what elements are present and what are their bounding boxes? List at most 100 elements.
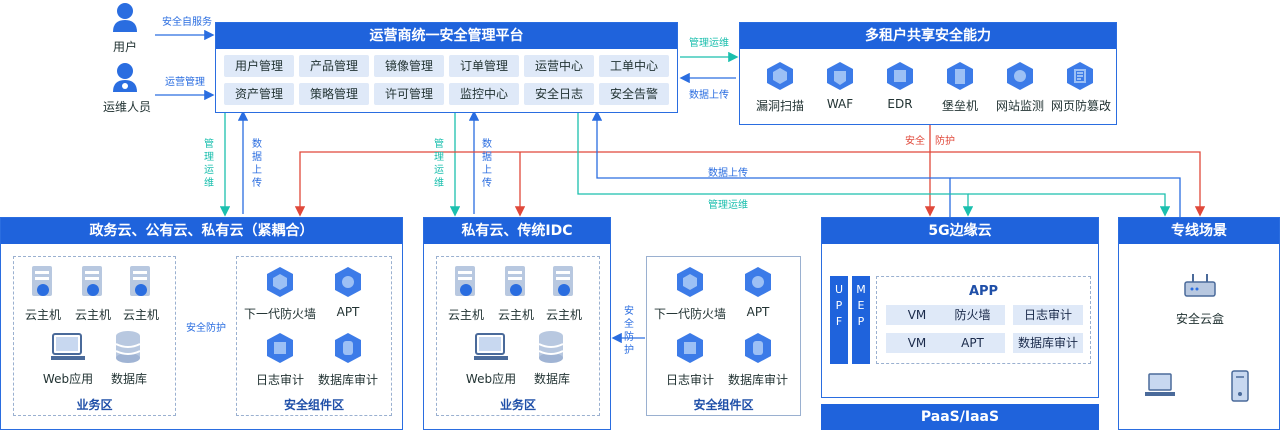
mgmt-ops-top-label: 管理运维 [689,38,729,49]
idc-title: 私有云、传统IDC [424,218,610,244]
edge-cell-firewall: 防火墙 [940,305,1005,325]
gov-security-protection-label: 安全防护 [186,323,226,334]
edge-cell-db-audit: 数据库审计 [1013,333,1083,353]
platform-btn-5[interactable]: 运营中心 [524,55,594,77]
gov-host-2-icon [80,266,106,304]
idc-business-zone-label: 业务区 [499,398,536,412]
idc-host-1-icon [453,266,479,304]
user-label: 用户 [112,40,137,54]
shared-security-capability: 多租户共享安全能力 漏洞扫描 WAF EDR 堡垒机 网站监测 网页防篡改 [739,22,1117,125]
gov-host-2-label: 云主机 [74,308,111,322]
idc-log-audit-icon [675,332,705,368]
idc-security-protection-label: 安全防护 [624,306,634,356]
waf-icon [825,61,855,95]
gov-web-app-label: Web应用 [42,372,94,386]
idc-host-2-icon [503,266,529,304]
mid-mgmt-label: 管理运维 [434,139,444,189]
platform-btn-12[interactable]: 安全告警 [599,83,669,105]
protection-label: 防护 [935,136,955,147]
idc-log-audit-label: 日志审计 [665,373,714,387]
gov-web-app-icon [51,332,85,366]
management-platform: 运营商统一安全管理平台 用户管理 产品管理 镜像管理 订单管理 运营中心 工单中… [215,22,678,113]
edge-cell-vm-1: VM [886,305,948,325]
gov-database-icon [113,330,143,368]
idc-host-3-label: 云主机 [545,308,582,322]
private-cloud-idc: 私有云、传统IDC [423,217,611,430]
idc-ngfw-icon [675,266,705,302]
shared-title: 多租户共享安全能力 [740,23,1116,49]
security-cloud-box-label: 安全云盒 [1175,312,1224,326]
website-monitor-label: 网站监测 [995,99,1044,113]
left-mgmt-label: 管理运维 [204,139,214,189]
platform-btn-3[interactable]: 镜像管理 [374,55,444,77]
anti-tamper-icon [1065,61,1095,95]
idc-database-label: 数据库 [533,372,570,386]
desktop-tower-icon [1230,370,1250,406]
idc-web-app-icon [474,332,508,366]
gov-log-audit-icon [265,332,295,368]
laptop-icon [1145,372,1175,404]
platform-title: 运营商统一安全管理平台 [216,23,677,49]
platform-btn-7[interactable]: 资产管理 [224,83,294,105]
gov-database-label: 数据库 [110,372,147,386]
idc-component-zone [646,256,801,416]
idc-apt-label: APT [746,305,770,319]
platform-btn-9[interactable]: 许可管理 [374,83,444,105]
platform-btn-11[interactable]: 安全日志 [524,83,594,105]
idc-db-audit-icon [743,332,773,368]
idc-ngfw-label: 下一代防火墙 [653,307,726,321]
gov-host-1-icon [30,266,56,304]
bastion-icon [945,61,975,95]
dedicated-line-title: 专线场景 [1119,218,1279,244]
platform-btn-8[interactable]: 策略管理 [299,83,369,105]
gov-component-zone-label: 安全组件区 [283,398,344,412]
user-icon [112,2,138,32]
idc-host-3-icon [551,266,577,304]
left-data-label: 数据上传 [252,139,262,189]
security-label: 安全 [905,136,925,147]
gov-component-zone [236,256,392,416]
platform-btn-2[interactable]: 产品管理 [299,55,369,77]
anti-tamper-label: 网页防篡改 [1050,99,1111,113]
data-upload-mid-label: 数据上传 [708,168,748,179]
gov-cloud-title: 政务云、公有云、私有云（紧耦合） [1,218,402,244]
mid-data-label: 数据上传 [482,139,492,189]
platform-btn-1[interactable]: 用户管理 [224,55,294,77]
idc-apt-icon [743,266,773,302]
gov-db-audit-label: 数据库审计 [317,373,378,387]
gov-public-private-cloud: 政务云、公有云、私有云（紧耦合） [0,217,403,430]
gov-ngfw-label: 下一代防火墙 [243,307,316,321]
gov-log-audit-label: 日志审计 [255,373,304,387]
idc-business-zone [436,256,600,416]
paas-iaas-bar: PaaS/IaaS [821,404,1099,430]
waf-label: WAF [826,97,854,111]
ops-person-label: 运维人员 [102,100,151,114]
idc-database-icon [536,330,566,368]
platform-btn-6[interactable]: 工单中心 [599,55,669,77]
vuln-scan-label: 漏洞扫描 [755,99,804,113]
platform-btn-10[interactable]: 监控中心 [449,83,519,105]
edge-cell-log-audit: 日志审计 [1013,305,1083,325]
idc-host-2-label: 云主机 [497,308,534,322]
self-service-label: 安全自服务 [162,17,212,28]
gov-host-3-icon [128,266,154,304]
edge-cell-apt: APT [940,333,1005,353]
app-zone [876,276,1091,364]
gov-apt-label: APT [336,305,360,319]
idc-db-audit-label: 数据库审计 [727,373,788,387]
platform-btn-4[interactable]: 订单管理 [449,55,519,77]
website-monitor-icon [1005,61,1035,95]
idc-component-zone-label: 安全组件区 [693,398,754,412]
gov-business-zone [13,256,176,416]
edr-icon [885,61,915,95]
gov-ngfw-icon [265,266,295,302]
idc-host-1-label: 云主机 [447,308,484,322]
security-cloud-box-icon [1183,272,1217,304]
vuln-scan-icon [765,61,795,95]
bastion-label: 堡垒机 [941,99,978,113]
idc-web-app-label: Web应用 [465,372,517,386]
edr-label: EDR [887,97,913,111]
